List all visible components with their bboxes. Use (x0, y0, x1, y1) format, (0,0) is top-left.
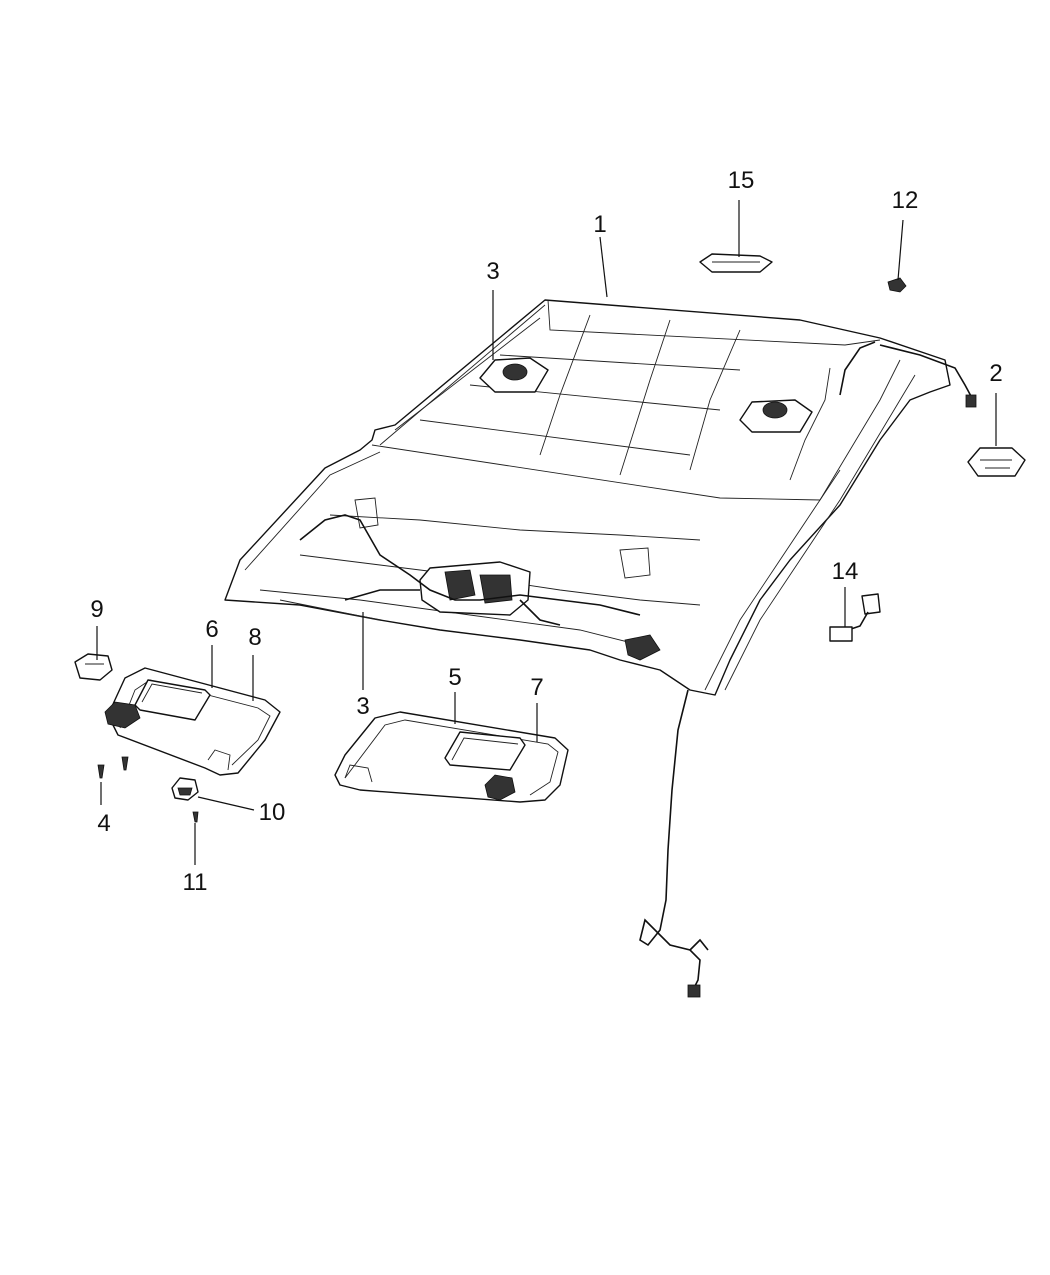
right-sun-visor (334, 711, 569, 803)
part-11-screw (192, 811, 199, 823)
callout-15: 15 (728, 167, 755, 194)
callout-9: 9 (90, 596, 103, 623)
harness-connector (687, 984, 701, 998)
part-4-screws (97, 756, 129, 779)
callout-10: 10 (259, 799, 286, 826)
callout-3-front: 3 (356, 693, 369, 720)
part-10-clip (171, 777, 199, 801)
callout-8: 8 (248, 624, 261, 651)
callout-7: 7 (530, 674, 543, 701)
callout-2: 2 (989, 360, 1002, 387)
left-sun-visor (104, 667, 281, 776)
part-14-module (829, 593, 881, 642)
callout-11: 11 (183, 869, 208, 896)
callout-1: 1 (593, 211, 606, 238)
callout-3-rear: 3 (486, 258, 499, 285)
part-12-clip (887, 277, 907, 293)
callout-4: 4 (97, 810, 110, 837)
headliner (224, 299, 977, 696)
callout-12: 12 (892, 187, 919, 214)
callout-labels: 1 2 3 3 4 5 6 7 8 9 10 11 12 14 15 (90, 167, 1002, 896)
part-9-bracket (74, 653, 113, 681)
part-2-lamp (967, 447, 1026, 477)
leader-lines (96, 200, 997, 865)
part-15-bezel (699, 253, 773, 273)
callout-5: 5 (448, 664, 461, 691)
wiring-harness (639, 689, 701, 991)
callout-6: 6 (205, 616, 218, 643)
callout-14: 14 (832, 558, 859, 585)
